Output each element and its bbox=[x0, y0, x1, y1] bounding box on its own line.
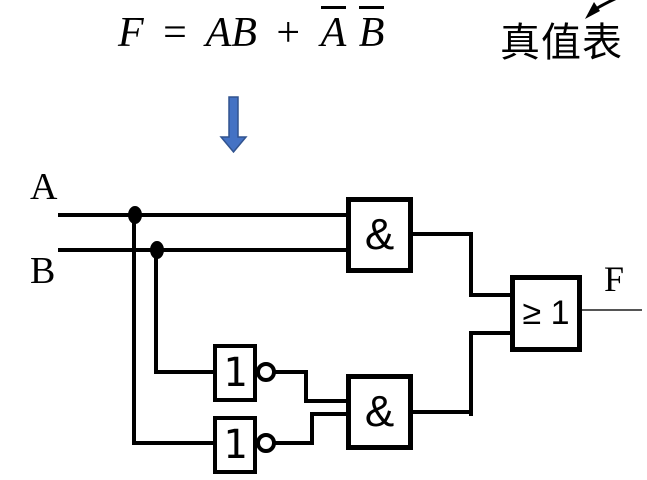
wire-a-branch-vertical bbox=[132, 213, 136, 445]
wire-lower-not-out-v bbox=[310, 412, 314, 445]
truth-table-label: 真值表 bbox=[500, 21, 623, 65]
formula-equals: = bbox=[163, 10, 187, 56]
boolean-formula: F = AB + A B bbox=[118, 6, 385, 57]
wire-output-f bbox=[582, 309, 642, 311]
inverter-bubble-upper bbox=[256, 362, 276, 382]
wire-and-top-out-v bbox=[469, 232, 473, 297]
and-gate-bottom-label: & bbox=[364, 387, 395, 436]
wire-or-input-bottom-v bbox=[469, 331, 473, 416]
output-f-label: F bbox=[604, 259, 625, 299]
wire-upper-not-out-v bbox=[304, 370, 308, 403]
input-a-label: A bbox=[30, 166, 58, 208]
not-gate-lower: 1 bbox=[213, 416, 257, 474]
wire-or-input-bottom bbox=[469, 331, 514, 335]
wire-b-branch-vertical bbox=[154, 248, 158, 374]
wire-and-bottom-out-h bbox=[413, 410, 473, 414]
formula-not-b: B bbox=[358, 6, 385, 55]
not-gate-lower-label: 1 bbox=[222, 422, 248, 468]
formula-lhs: F bbox=[118, 10, 144, 56]
or-gate-label: ≥ 1 bbox=[522, 294, 570, 332]
annotation-arrow-icon bbox=[585, 0, 617, 19]
or-gate: ≥ 1 bbox=[510, 275, 582, 352]
formula-not-a: A bbox=[320, 6, 347, 55]
wire-and-top-out-h bbox=[413, 232, 473, 236]
and-gate-bottom: & bbox=[346, 374, 413, 450]
wire-upper-not-out-h bbox=[274, 370, 308, 374]
wire-lower-not-out-h bbox=[274, 441, 314, 445]
junction-dot-a bbox=[128, 206, 142, 224]
formula-plus: + bbox=[276, 10, 301, 56]
not-gate-upper: 1 bbox=[213, 344, 257, 402]
wire-and-bottom-in-bottom bbox=[310, 412, 348, 416]
wire-b-to-upper-not bbox=[154, 370, 216, 374]
wire-or-input-top bbox=[469, 293, 514, 297]
wire-input-b bbox=[58, 248, 348, 252]
wire-input-a bbox=[58, 213, 348, 217]
junction-dot-b bbox=[150, 241, 164, 259]
not-gate-upper-label: 1 bbox=[222, 350, 248, 396]
wire-and-bottom-in-top bbox=[304, 399, 348, 403]
wire-a-to-lower-not bbox=[132, 441, 216, 445]
and-gate-top: & bbox=[346, 197, 413, 273]
input-b-label: B bbox=[30, 250, 56, 292]
and-gate-top-label: & bbox=[364, 210, 395, 259]
down-arrow-icon bbox=[219, 96, 248, 154]
formula-term-ab: AB bbox=[205, 10, 257, 56]
inverter-bubble-lower bbox=[256, 433, 276, 453]
